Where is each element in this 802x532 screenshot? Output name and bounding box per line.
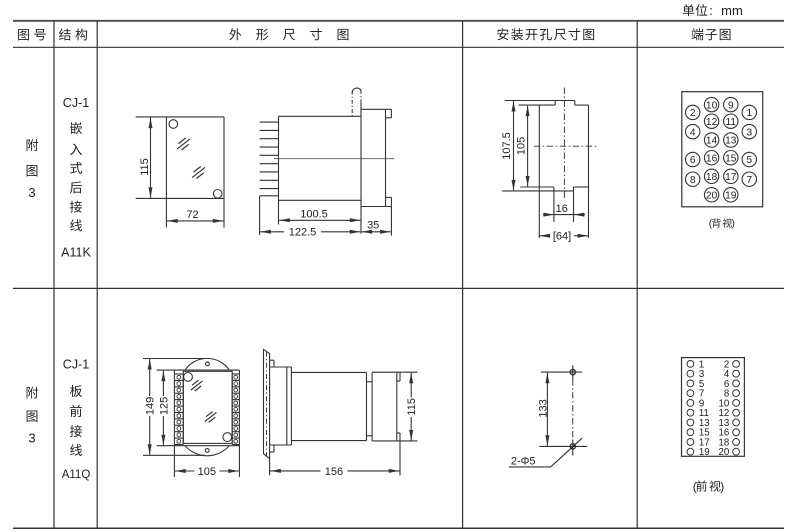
- svg-text:15: 15: [699, 428, 710, 439]
- svg-text:10: 10: [706, 100, 718, 111]
- svg-text:14: 14: [706, 136, 718, 147]
- svg-text:5: 5: [746, 155, 752, 166]
- svg-text:17: 17: [725, 172, 737, 183]
- svg-text:4: 4: [724, 369, 730, 380]
- svg-text:149: 149: [145, 397, 157, 415]
- svg-text:105: 105: [516, 137, 528, 155]
- svg-text:11: 11: [726, 117, 737, 128]
- svg-text:6: 6: [724, 379, 729, 390]
- svg-text:133: 133: [538, 399, 550, 417]
- svg-text:72: 72: [186, 209, 198, 221]
- svg-text:(: (: [709, 219, 713, 230]
- svg-text:12: 12: [719, 408, 730, 419]
- svg-text:7: 7: [699, 389, 704, 400]
- svg-text:3: 3: [28, 185, 35, 200]
- svg-text:3: 3: [746, 127, 752, 138]
- svg-text:16: 16: [719, 428, 730, 439]
- svg-text:8: 8: [690, 175, 696, 186]
- svg-text:19: 19: [725, 191, 737, 202]
- svg-text:10: 10: [719, 398, 730, 409]
- svg-text:156: 156: [325, 466, 343, 478]
- svg-text:11: 11: [699, 408, 709, 419]
- svg-text:A11K: A11K: [61, 246, 91, 260]
- svg-text:(: (: [693, 479, 697, 493]
- svg-text:20: 20: [706, 191, 718, 202]
- svg-text:3: 3: [28, 431, 35, 446]
- svg-text:7: 7: [746, 175, 752, 186]
- svg-text:1: 1: [699, 359, 704, 370]
- svg-text:4: 4: [690, 127, 696, 138]
- svg-text:107.5: 107.5: [501, 132, 513, 160]
- svg-text:16: 16: [556, 203, 568, 215]
- svg-text:9: 9: [699, 398, 704, 409]
- svg-text:13: 13: [725, 136, 737, 147]
- svg-text:CJ-1: CJ-1: [63, 96, 89, 110]
- svg-text:1: 1: [746, 108, 752, 119]
- svg-text:2-Φ5: 2-Φ5: [511, 455, 536, 467]
- svg-text:5: 5: [699, 379, 704, 390]
- svg-text:): ): [720, 479, 724, 493]
- svg-text:100.5: 100.5: [300, 209, 328, 221]
- svg-text:A11Q: A11Q: [62, 469, 91, 481]
- svg-text:13: 13: [719, 418, 730, 429]
- svg-text:19: 19: [699, 447, 710, 458]
- svg-text:): ): [732, 219, 735, 230]
- svg-text:125: 125: [158, 397, 170, 415]
- svg-text:115: 115: [406, 398, 418, 416]
- svg-text:8: 8: [724, 389, 729, 400]
- svg-text:105: 105: [198, 466, 216, 478]
- svg-text:13: 13: [699, 418, 710, 429]
- svg-text:15: 15: [725, 153, 737, 164]
- svg-text:18: 18: [719, 437, 730, 448]
- svg-text:2: 2: [724, 359, 729, 370]
- svg-text:6: 6: [690, 155, 696, 166]
- svg-text:CJ-1: CJ-1: [63, 357, 89, 371]
- svg-text:20: 20: [719, 447, 730, 458]
- svg-text:2: 2: [690, 108, 696, 119]
- svg-text:115: 115: [139, 158, 151, 176]
- svg-text:18: 18: [706, 172, 718, 183]
- svg-text:[64]: [64]: [553, 230, 571, 242]
- svg-text:17: 17: [699, 437, 710, 448]
- svg-text:16: 16: [706, 153, 718, 164]
- svg-text:9: 9: [728, 100, 734, 111]
- svg-text::: :: [709, 3, 713, 18]
- svg-text:3: 3: [699, 369, 704, 380]
- svg-text:122.5: 122.5: [289, 227, 317, 239]
- svg-text:mm: mm: [721, 3, 743, 18]
- svg-text:12: 12: [706, 117, 718, 128]
- svg-text:35: 35: [367, 219, 379, 231]
